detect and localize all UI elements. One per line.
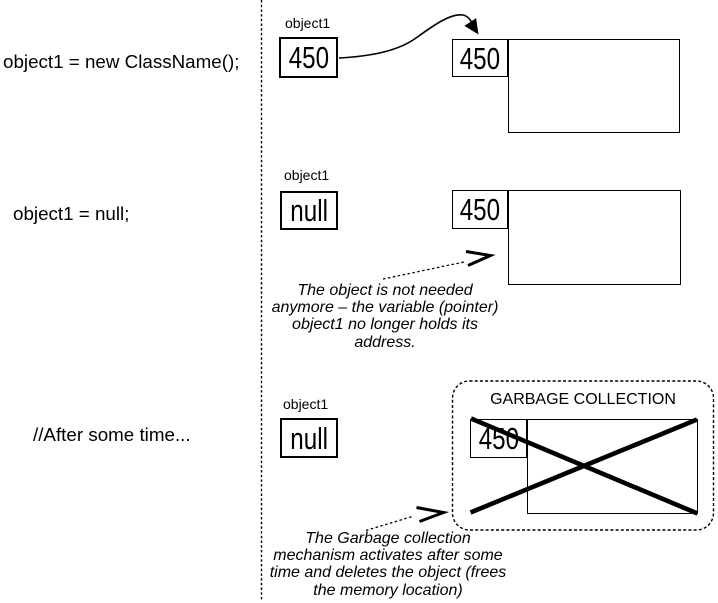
open-arrowhead-icon [465, 250, 496, 267]
variable-value-step3: null [290, 420, 328, 456]
object-body-box-step1 [508, 39, 680, 133]
object-body-box-step3 [527, 419, 698, 514]
annotation-step3-line: the memory location) [313, 581, 463, 599]
annotation-step3: The Garbage collection mechanism activat… [263, 530, 513, 599]
code-line-step2: object1 = null; [13, 203, 130, 224]
code-line-step3: //After some time... [33, 424, 191, 445]
arrowhead-icon [464, 18, 479, 35]
object-header-box-step3: 450 [470, 419, 527, 458]
annotation-step2-line: The object is not needed [297, 282, 473, 299]
annotation-step3-line: time and deletes the object (frees [269, 564, 507, 582]
variable-box-step1: 450 [279, 37, 338, 78]
object-header-box-step2: 450 [452, 190, 508, 229]
variable-value-step1: 450 [288, 40, 329, 75]
variable-label-step3: object1 [283, 396, 329, 412]
variable-label-step1: object1 [285, 15, 331, 31]
garbage-collection-label: GARBAGE COLLECTION [490, 391, 676, 408]
variable-box-step2: null [280, 191, 338, 230]
object-address-step1: 450 [459, 40, 501, 76]
variable-value-step2: null [290, 193, 328, 228]
annotation-step2-line: address. [354, 333, 416, 351]
object-body-box-step2 [508, 190, 681, 285]
object-address-step2: 450 [459, 192, 501, 227]
annotation-arrow-step2 [382, 250, 496, 280]
annotation-step2-line: object1 no longer holds its [292, 316, 478, 334]
annotation-step2-line: anymore – the variable (pointer) [271, 299, 499, 317]
object-address-step3: 450 [478, 421, 519, 456]
annotation-step3-line: The Garbage collection [305, 530, 471, 547]
code-line-step1: object1 = new ClassName(); [3, 51, 240, 72]
variable-label-step2: object1 [284, 167, 330, 183]
annotation-step2: The object is not needed anymore – the v… [260, 282, 510, 351]
annotation-arrow-step3 [365, 506, 450, 532]
object-header-box-step1: 450 [452, 39, 508, 77]
annotation-step3-line: mechanism activates after some [273, 547, 503, 565]
open-arrowhead-icon [416, 506, 450, 523]
variable-box-step3: null [280, 418, 338, 458]
